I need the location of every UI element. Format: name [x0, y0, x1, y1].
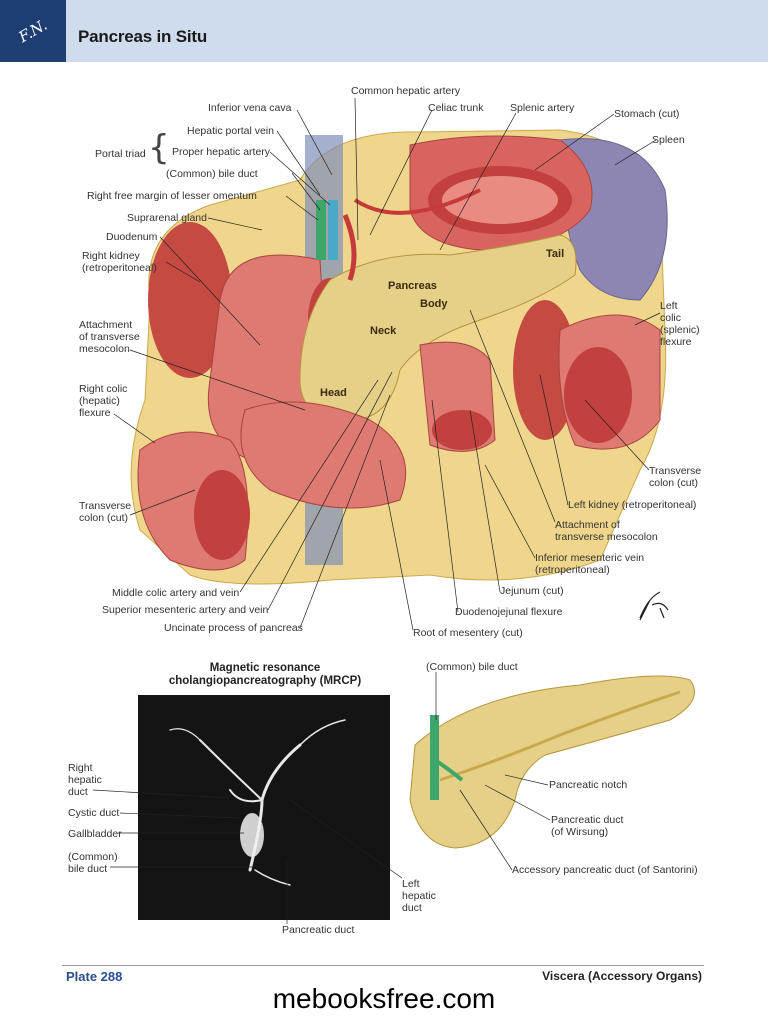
portal-triad-brace: {: [148, 128, 170, 168]
label-cystic-duct: Cystic duct: [68, 807, 120, 819]
mrcp-title: Magnetic resonance cholangiopancreatogra…: [168, 662, 362, 687]
label-neck: Neck: [370, 325, 397, 337]
label-inferior-mesenteric-vein: Inferior mesenteric vein (retroperitonea…: [535, 552, 645, 576]
footer-divider: [62, 965, 704, 966]
label-transverse-colon-left: Transverse colon (cut): [79, 500, 132, 524]
label-portal-triad: Portal triad: [95, 148, 146, 160]
label-right-colic-flexure: Right colic (hepatic) flexure: [79, 383, 128, 419]
label-left-colic-flexure: Left colic (splenic) flexure: [660, 300, 700, 348]
label-proper-hepatic-artery: Proper hepatic artery: [172, 146, 271, 158]
label-gallbladder: Gallbladder: [68, 828, 122, 840]
label-spleen: Spleen: [652, 134, 685, 146]
label-suprarenal-gland: Suprarenal gland: [127, 212, 207, 224]
label-uncinate-process: Uncinate process of pancreas: [164, 622, 303, 634]
label-transverse-colon-right: Transverse colon (cut): [649, 465, 702, 489]
label-celiac-trunk: Celiac trunk: [428, 102, 484, 114]
plate-number: Plate 288: [66, 969, 123, 984]
label-hepatic-portal-vein: Hepatic portal vein: [187, 125, 274, 137]
label-left-hepatic-duct: Left hepatic duct: [402, 878, 436, 914]
label-pancreatic-notch: Pancreatic notch: [549, 779, 628, 791]
label-left-kidney: Left kidney (retroperitoneal): [568, 499, 697, 511]
label-body: Body: [420, 298, 448, 310]
label-right-kidney: Right kidney (retroperitoneal): [82, 250, 157, 274]
label-accessory-duct: Accessory pancreatic duct (of Santorini): [512, 864, 698, 876]
label-superior-mesenteric: Superior mesenteric artery and vein: [102, 604, 269, 616]
label-common-hepatic-artery: Common hepatic artery: [351, 85, 461, 97]
mrcp-image: [138, 695, 390, 920]
label-stomach-cut: Stomach (cut): [614, 108, 680, 120]
label-splenic-artery: Splenic artery: [510, 102, 575, 114]
label-right-hepatic-duct: Right hepatic duct: [68, 762, 102, 798]
label-tail: Tail: [546, 248, 565, 260]
page-title: Pancreas in Situ: [78, 27, 208, 46]
label-detail-common-bile-duct: (Common) bile duct: [426, 661, 518, 673]
label-pancreatic-duct-wirsung: Pancreatic duct (of Wirsung): [551, 814, 624, 838]
label-middle-colic: Middle colic artery and vein: [112, 587, 240, 599]
label-head: Head: [320, 387, 347, 399]
label-common-bile-duct: (Common) bile duct: [166, 168, 258, 180]
section-name: Viscera (Accessory Organs): [542, 969, 702, 983]
label-duodenum: Duodenum: [106, 231, 158, 243]
label-attachment-transverse-mesocolon-left: Attachment of transverse mesocolon: [79, 319, 140, 355]
page-header: F.N. Pancreas in Situ: [0, 0, 768, 62]
label-pancreatic-duct: Pancreatic duct: [282, 924, 355, 936]
label-pancreas: Pancreas: [388, 280, 437, 292]
label-root-of-mesentery: Root of mesentery (cut): [413, 627, 523, 639]
label-mrcp-common-bile-duct: (Common) bile duct: [68, 851, 118, 875]
label-duodenojejunal-flexure: Duodenojejunal flexure: [455, 606, 563, 618]
label-inferior-vena-cava: Inferior vena cava: [208, 102, 292, 114]
label-attachment-transverse-mesocolon-right: Attachment of transverse mesocolon: [555, 519, 658, 543]
label-jejunum: Jejunum (cut): [500, 585, 564, 597]
watermark: mebooksfree.com: [272, 983, 496, 1014]
label-right-free-margin: Right free margin of lesser omentum: [87, 190, 257, 202]
netter-logo: F.N.: [0, 0, 66, 62]
